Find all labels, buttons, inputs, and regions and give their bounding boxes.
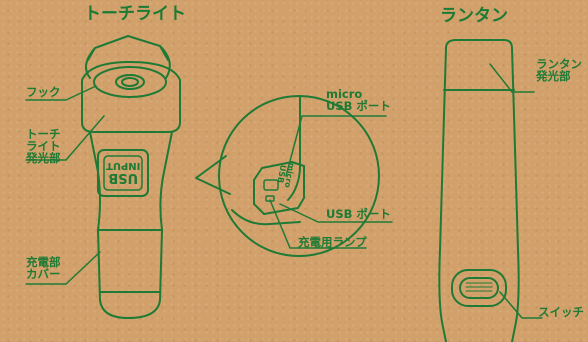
lantern-emitter-line-1: ランタン xyxy=(536,57,582,71)
leader-torch-emitter xyxy=(25,115,105,161)
switch-label: スイッチ xyxy=(538,305,584,319)
usb-print-line: USB xyxy=(108,170,139,186)
torch-emitter-line-3: 発光部 xyxy=(26,151,61,166)
micro-usb-label: micro USB ポート xyxy=(326,88,391,112)
lantern-switch-housing xyxy=(451,269,507,307)
torch-emitter-line-2: ライト xyxy=(26,139,61,154)
leader-lines xyxy=(25,63,543,319)
magnified-view xyxy=(218,95,393,257)
torch-head-button-outer xyxy=(115,74,145,90)
leader-usb-port xyxy=(279,203,393,223)
leader-switch xyxy=(499,291,543,319)
usb-input-print: USB INPUT xyxy=(106,160,141,186)
usb-input-plate xyxy=(97,149,149,197)
lantern-illustration xyxy=(438,39,520,342)
torch-main-body xyxy=(89,131,173,319)
torch-emitter-line-1: トーチ xyxy=(26,127,61,141)
leader-charge-lamp xyxy=(269,199,367,249)
hook-label: フック xyxy=(26,85,61,99)
torch-title: トーチライト xyxy=(84,4,186,24)
lantern-emitter-line-2: 発光部 xyxy=(536,69,571,84)
lantern-title: ランタン xyxy=(440,6,508,26)
micro-usb-line-2: USB ポート xyxy=(326,99,391,114)
torch-head-button-inner xyxy=(121,77,139,87)
leader-hook xyxy=(25,85,97,101)
lantern-body xyxy=(438,39,520,342)
torch-head-top xyxy=(93,66,167,98)
magnified-body-edge xyxy=(231,95,301,226)
usb-port-label: USB ポート xyxy=(326,207,391,221)
charge-cover-line-2: カバー xyxy=(26,267,61,282)
micro-usb-print: micro USB xyxy=(274,160,296,188)
charge-cover-line-1: 充電部 xyxy=(26,255,61,269)
micro-usb-slot xyxy=(263,179,279,191)
charge-cover-label: 充電部 カバー xyxy=(26,256,61,280)
leader-micro-usb xyxy=(285,115,387,177)
torch-emitter-label: トーチ ライト 発光部 xyxy=(26,128,61,164)
micro-usb-line-1: micro xyxy=(326,87,363,101)
usb-input-plate-inner xyxy=(103,155,143,191)
torch-illustration xyxy=(81,35,181,319)
torch-hook xyxy=(85,35,171,79)
zoom-pointer xyxy=(195,155,231,195)
torch-head-body xyxy=(81,61,181,133)
lantern-switch-grip xyxy=(459,277,499,299)
leader-lantern-emitter xyxy=(489,63,535,93)
input-print-line: INPUT xyxy=(106,160,141,172)
lantern-emitter-label: ランタン 発光部 xyxy=(536,58,582,82)
charge-lamp-label: 充電用ランプ xyxy=(298,235,367,249)
leader-charge-cover xyxy=(25,251,101,285)
magnified-port-panel xyxy=(253,161,305,215)
